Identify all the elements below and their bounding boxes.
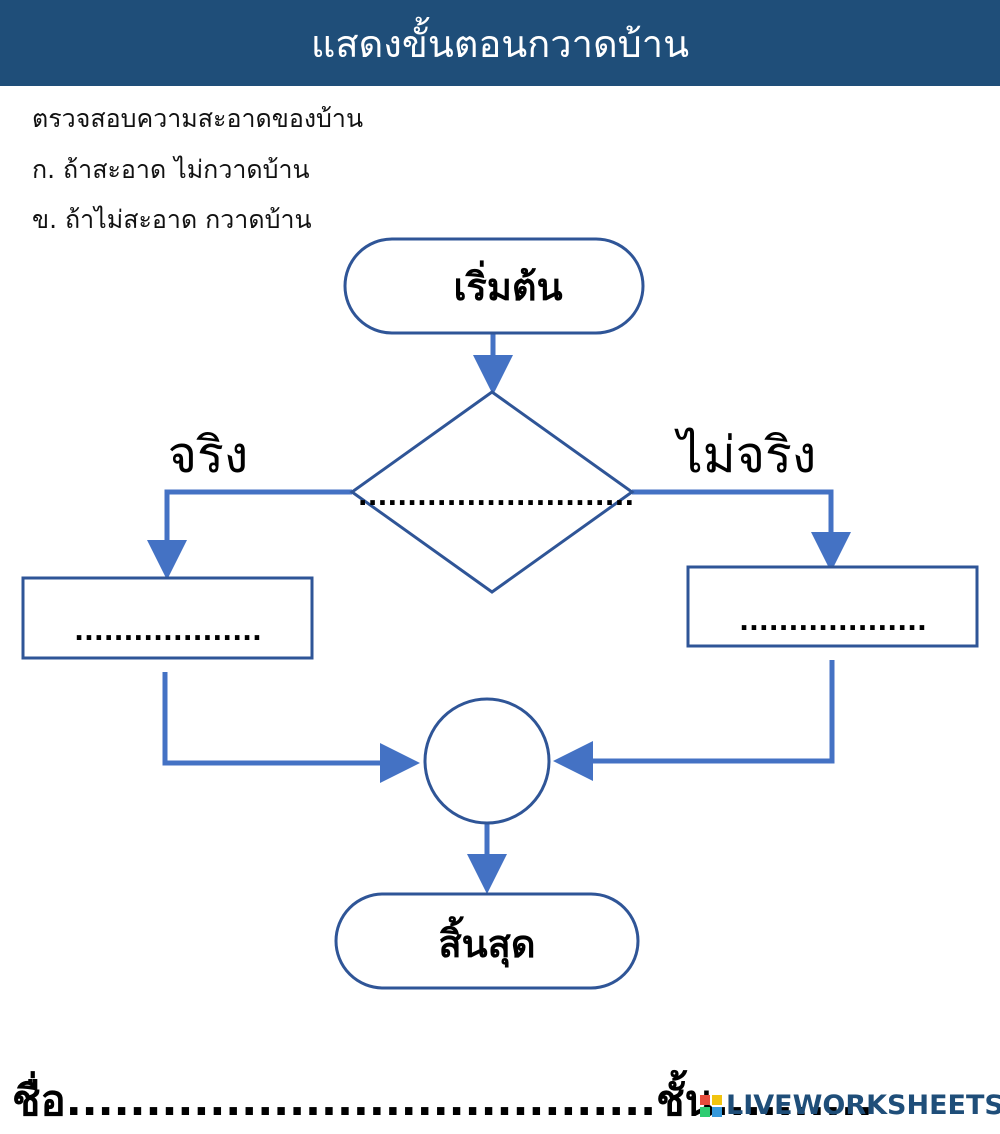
- name-class-line: ชื่อ....................................…: [12, 1076, 873, 1125]
- true-process-box: [21, 576, 314, 660]
- arrow-decision-to-true-box: [147, 489, 352, 580]
- logo-squares-icon: [700, 1094, 722, 1117]
- instruction-line-2: ก. ถ้าสะอาด ไม่กวาดบ้าน: [32, 155, 310, 184]
- true-branch-label: จริง: [168, 426, 249, 484]
- arrow-false-box-to-connector: [553, 660, 835, 781]
- false-branch-label: ไม่จริง: [674, 426, 817, 484]
- title-banner: แสดงขั้นตอนกวาดบ้าน: [0, 0, 1000, 86]
- end-terminator: [334, 892, 640, 990]
- connector-circle: [423, 697, 551, 825]
- instruction-line-3: ข. ถ้าไม่สะอาด กวาดบ้าน: [32, 205, 312, 234]
- logo-text: LIVEWORKSHEETS: [726, 1090, 1000, 1121]
- true-process-placeholder: ...................: [74, 617, 262, 647]
- decision-diamond: [349, 390, 635, 594]
- start-terminator: [343, 237, 645, 335]
- arrow-decision-to-false-box: [632, 489, 851, 572]
- instruction-line-1: ตรวจสอบความสะอาดของบ้าน: [32, 104, 364, 133]
- end-label: สิ้นสุด: [438, 916, 535, 968]
- arrow-true-box-to-connector: [162, 672, 420, 783]
- false-process-placeholder: ...................: [739, 607, 927, 637]
- start-label: เริ่มต้น: [453, 260, 562, 309]
- decision-placeholder: ............................: [358, 482, 635, 512]
- false-process-box: [686, 565, 979, 648]
- page-title: แสดงขั้นตอนกวาดบ้าน: [310, 21, 690, 66]
- liveworksheets-logo: LIVEWORKSHEETS: [700, 1090, 1000, 1121]
